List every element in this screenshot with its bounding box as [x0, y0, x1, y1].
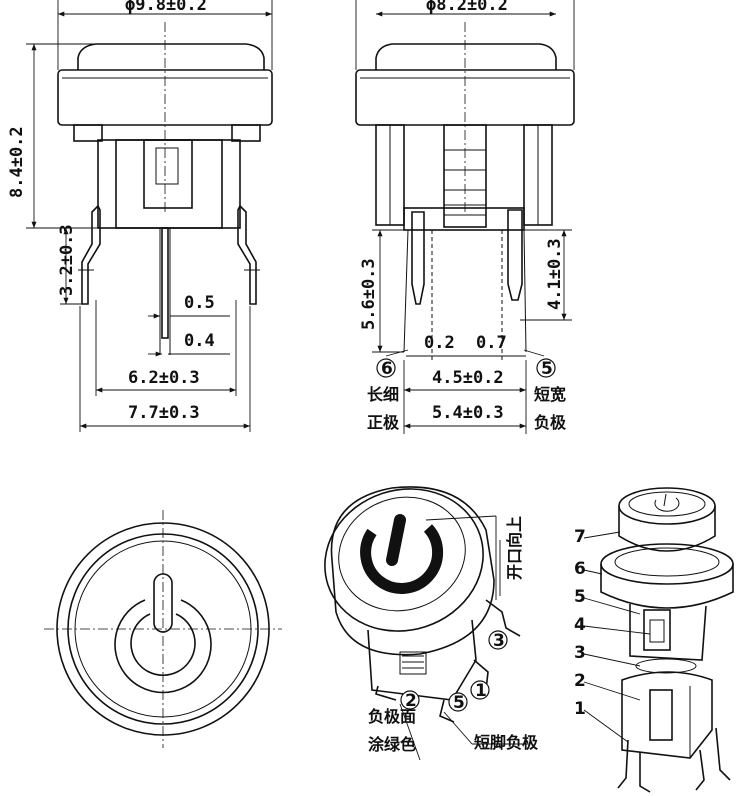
dim-pin-width-b: 0.4: [184, 331, 215, 351]
exploded-view: 7 6 5 4 3 2 1: [574, 487, 734, 793]
iso-num-5: 5: [453, 693, 465, 713]
iso-num-1: 1: [475, 681, 487, 701]
dim-right-height-a: 5.6±0.3: [359, 258, 379, 330]
exploded-num-1: 1: [574, 699, 586, 719]
dim-pin-width-a: 0.5: [184, 293, 215, 313]
front-dimensions: ϕ9.8±0.2 8.4±0.2 3.2±0.3 0.5 0.4 6.2±0.3…: [7, 0, 273, 432]
iso-label-opening-up: 开口向上: [505, 516, 524, 580]
front-view: [57, 22, 273, 355]
exploded-num-7: 7: [574, 527, 586, 547]
dim-pin-span-a: 6.2±0.3: [128, 368, 200, 388]
dim-gap-a: 0.2: [424, 333, 455, 353]
power-icon-arc-inner: [130, 613, 196, 676]
top-view: [44, 510, 282, 748]
exploded-num-3: 3: [574, 643, 586, 663]
dim-top-right-width: ϕ8.2±0.2: [426, 0, 508, 15]
side-dimensions: ϕ8.2±0.2 5.6±0.3 4.1±0.3 0.2 0.7 4.5±0.2…: [355, 0, 575, 434]
iso-num-3: 3: [493, 631, 505, 651]
power-icon-arc-outer: [114, 599, 212, 694]
dim-left-height: 8.4±0.2: [7, 126, 27, 198]
pin-label-left-text-1: 长细: [367, 385, 399, 404]
power-icon-iso: [360, 524, 444, 594]
exploded-num-5: 5: [574, 587, 586, 607]
isometric-view: 开口向上 3 2 负极面 涂绿色 5 1 短脚负极: [324, 486, 539, 761]
dim-pin-span-d: 5.4±0.3: [432, 403, 504, 423]
dim-top-left-width: ϕ9.8±0.2: [125, 0, 207, 15]
dim-pin-span-b: 7.7±0.3: [128, 403, 200, 423]
side-view: [355, 22, 575, 360]
pin-label-right-text-1: 短宽: [534, 385, 566, 404]
pin-label-left-text-2: 正极: [367, 413, 400, 432]
power-icon-bar: [153, 573, 173, 633]
dim-left-pin-height: 3.2±0.3: [57, 224, 77, 296]
pin-label-right-text-2: 负极: [534, 413, 567, 432]
iso-num-2: 2: [405, 691, 417, 711]
dim-pin-span-c: 4.5±0.2: [432, 368, 504, 388]
iso-label-neg-face-2: 涂绿色: [368, 735, 416, 754]
dim-right-height-b: 4.1±0.3: [545, 238, 565, 310]
exploded-num-6: 6: [574, 559, 586, 579]
iso-label-short-neg: 短脚负极: [474, 733, 539, 752]
pin-label-left-number: 6: [381, 359, 393, 379]
dim-gap-b: 0.7: [476, 333, 507, 353]
iso-label-neg-face-1: 负极面: [368, 707, 416, 726]
pin-label-right-number: 5: [541, 359, 553, 379]
exploded-num-4: 4: [574, 615, 586, 635]
exploded-num-2: 2: [574, 671, 586, 691]
